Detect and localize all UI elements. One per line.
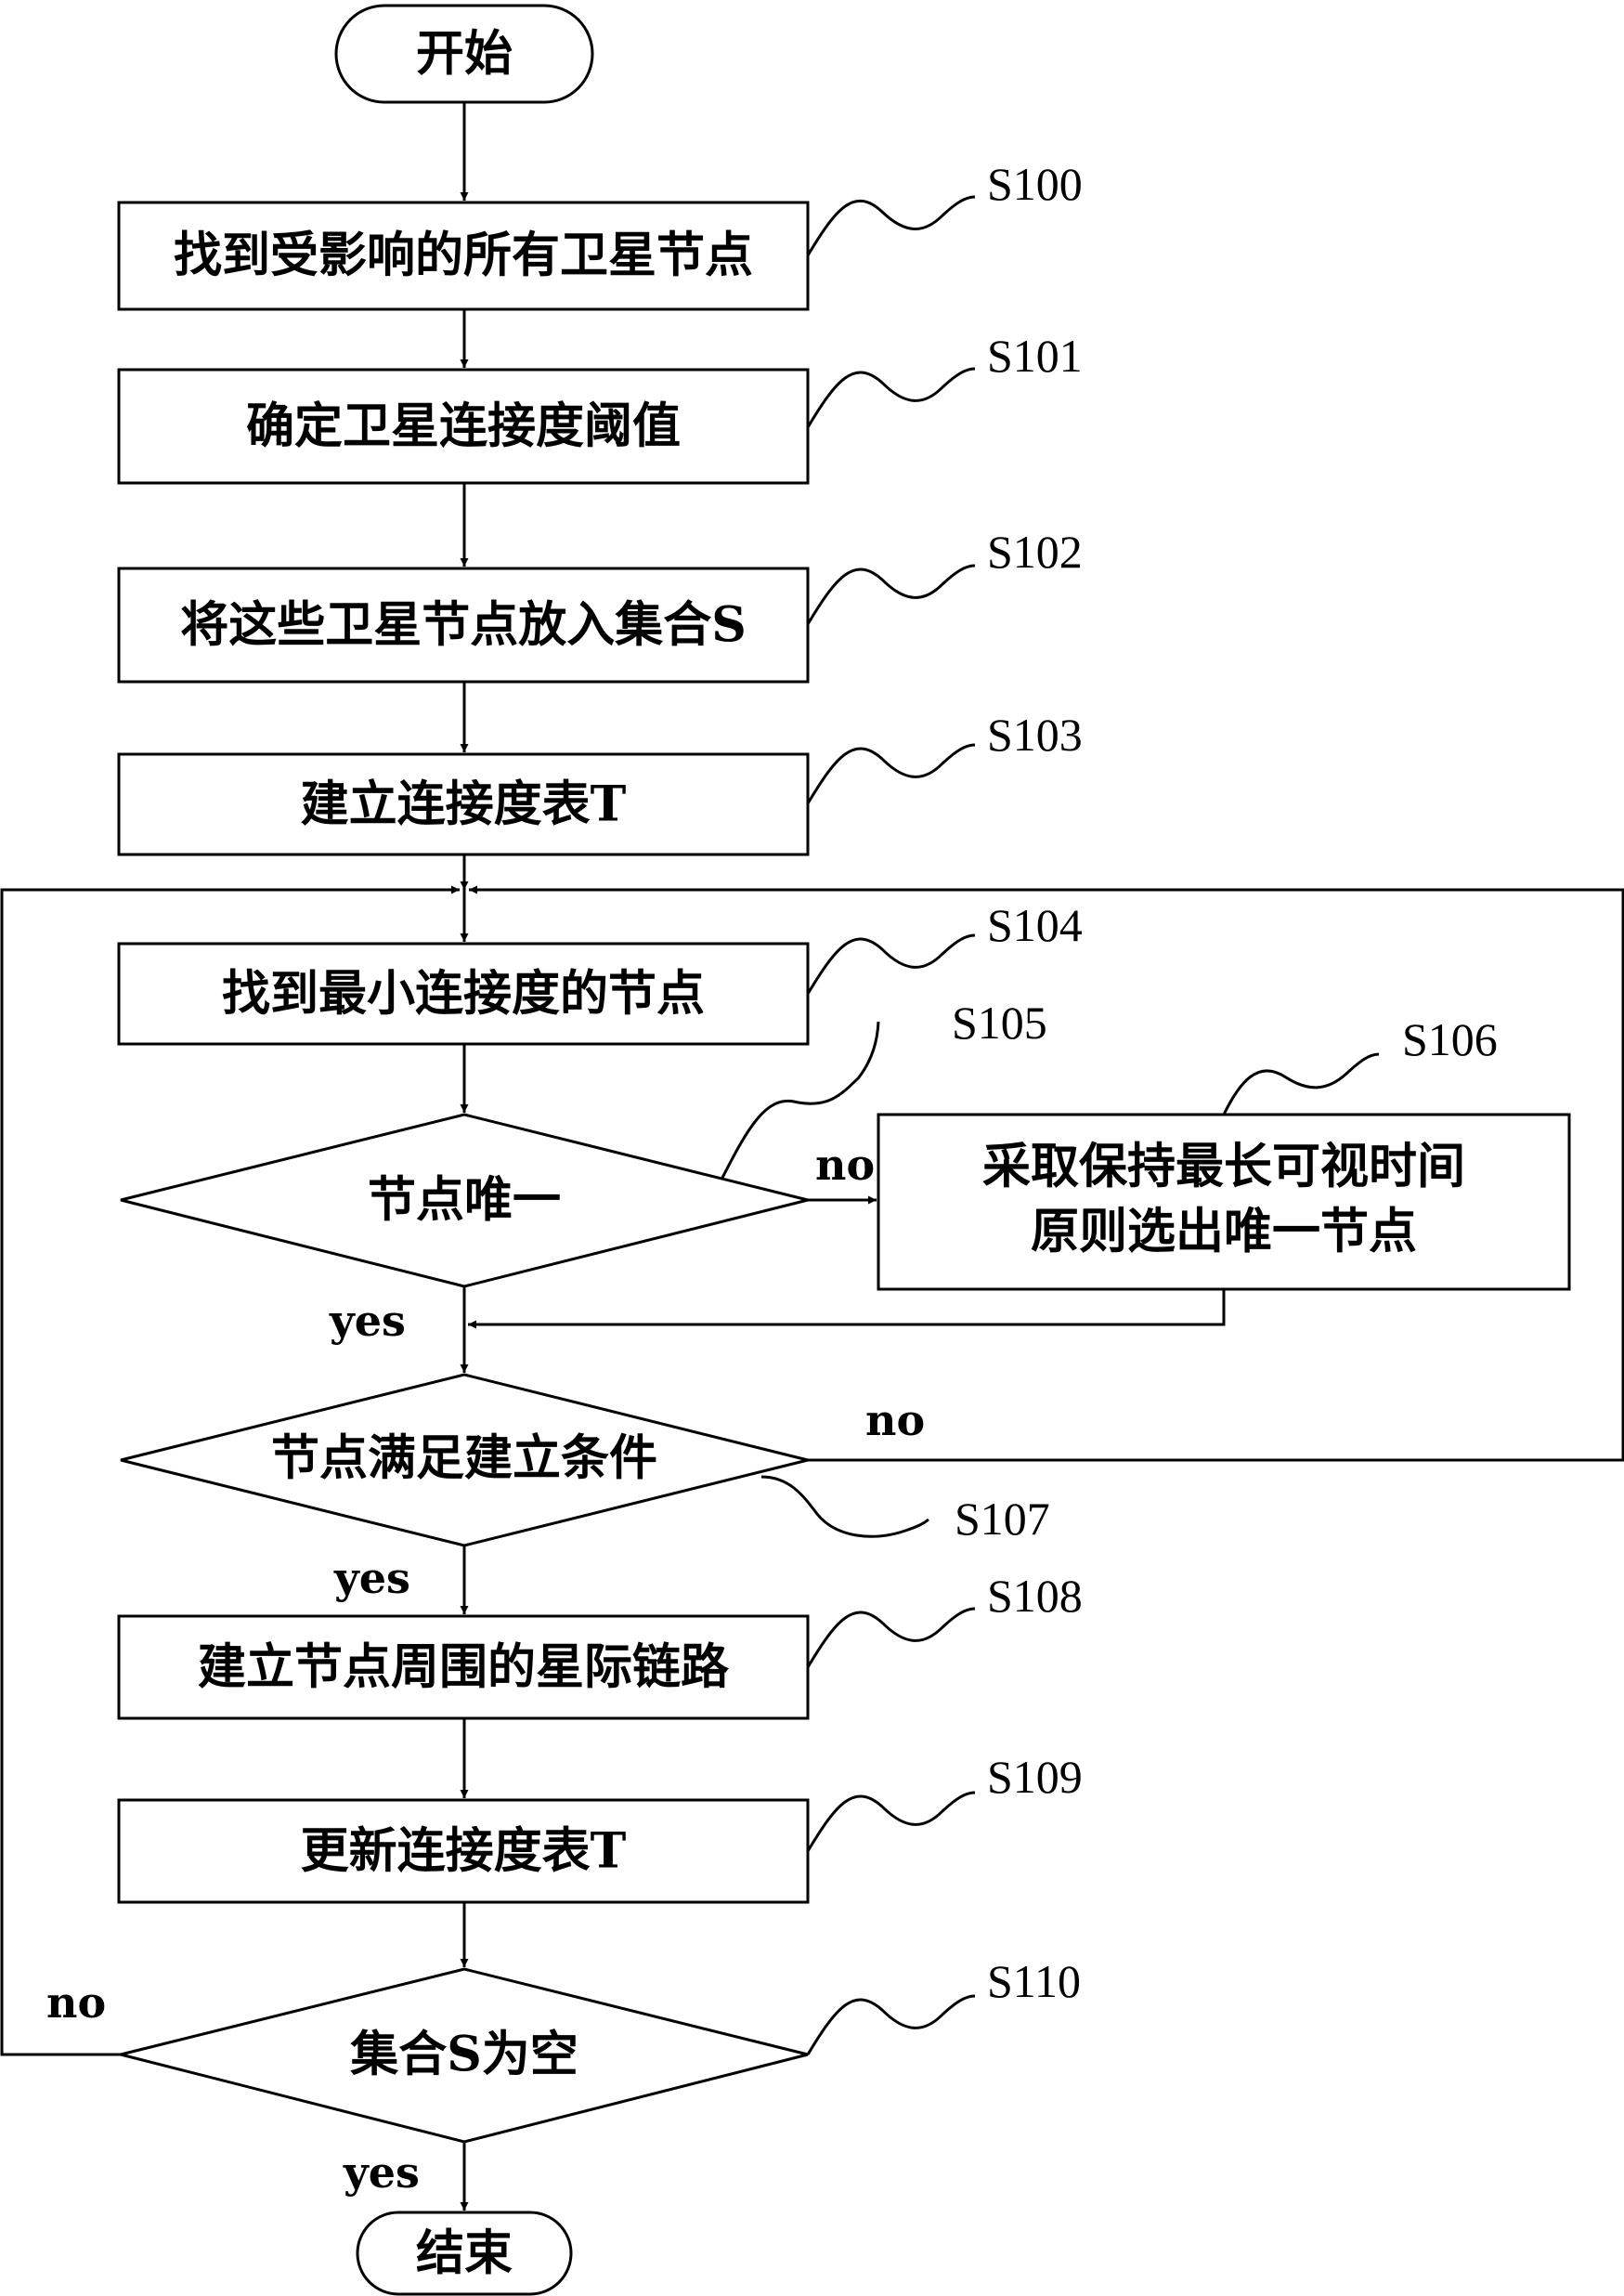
connector-s110-no-loop [0,885,460,2056]
branch-s105-yes: yes [329,1296,406,1346]
callout-wave-s105 [721,1021,880,1179]
step-s100-box [117,201,810,311]
step-s102-label: 将这些卫星节点放入集合S [180,597,747,654]
callout-wave-s109 [806,1791,976,1852]
branch-s110-no: no [46,1977,106,2028]
decision-s110-diamond [120,1967,809,2144]
callout-wave-s107 [760,1475,929,1538]
step-s103-label: 建立连接度表T [301,776,627,833]
step-id-s107: S107 [955,1493,1050,1545]
step-id-s109: S109 [987,1751,1083,1803]
step-id-s103: S103 [987,709,1083,761]
step-id-s105: S105 [952,997,1047,1049]
step-id-s100: S100 [987,158,1083,210]
step-s100-label: 找到受影响的所有卫星节点 [174,228,753,284]
step-id-s106: S106 [1402,1013,1498,1065]
decision-s107-label: 节点满足建立条件 [271,1430,657,1487]
callout-wave-s100 [806,195,976,256]
step-s106-label-line1: 采取保持最长可视时间 [982,1139,1465,1195]
connector-s107-no-loop [469,885,1624,1462]
connector-s106-return [468,1289,1226,1329]
step-id-s108: S108 [987,1570,1083,1622]
decision-s107-diamond [120,1373,809,1547]
end-terminal [356,2211,573,2296]
decision-s105-label: 节点唯一 [368,1172,561,1229]
step-s109-label: 更新连接度表T [301,1823,627,1880]
start-terminal [334,4,594,104]
callout-wave-s106 [1222,1052,1380,1115]
step-id-s104: S104 [987,899,1083,951]
step-s102-box [117,567,810,684]
step-s106-box [877,1113,1571,1291]
step-id-s101: S101 [987,330,1083,382]
step-id-s110: S110 [987,1955,1081,2007]
step-s104-label: 找到最小连接度的节点 [222,966,705,1023]
step-s108-label: 建立节点周围的星际链路 [198,1639,730,1696]
callout-wave-s103 [806,743,976,804]
callout-wave-s110 [806,1994,976,2055]
callout-wave-s101 [806,367,976,428]
step-id-s102: S102 [987,526,1083,578]
callout-wave-s108 [806,1607,976,1668]
callout-wave-s104 [806,933,976,995]
decision-s105-diamond [120,1113,809,1288]
step-s101-box [117,368,810,485]
step-s103-box [117,752,810,856]
start-label: 开始 [416,26,513,83]
branch-s107-yes: yes [333,1553,410,1603]
branch-s105-no: no [815,1140,875,1190]
step-s108-box [117,1614,810,1720]
branch-s107-no: no [865,1395,925,1445]
branch-s110-yes: yes [343,2147,420,2198]
step-s109-box [117,1798,810,1904]
callout-wave-s102 [806,564,976,625]
step-s101-label: 确定卫星连接度阈值 [246,398,681,455]
end-label: 结束 [416,2225,513,2282]
decision-s110-label: 集合S为空 [349,2027,578,2083]
step-s106-label-line2: 原则选出唯一节点 [1031,1204,1417,1260]
